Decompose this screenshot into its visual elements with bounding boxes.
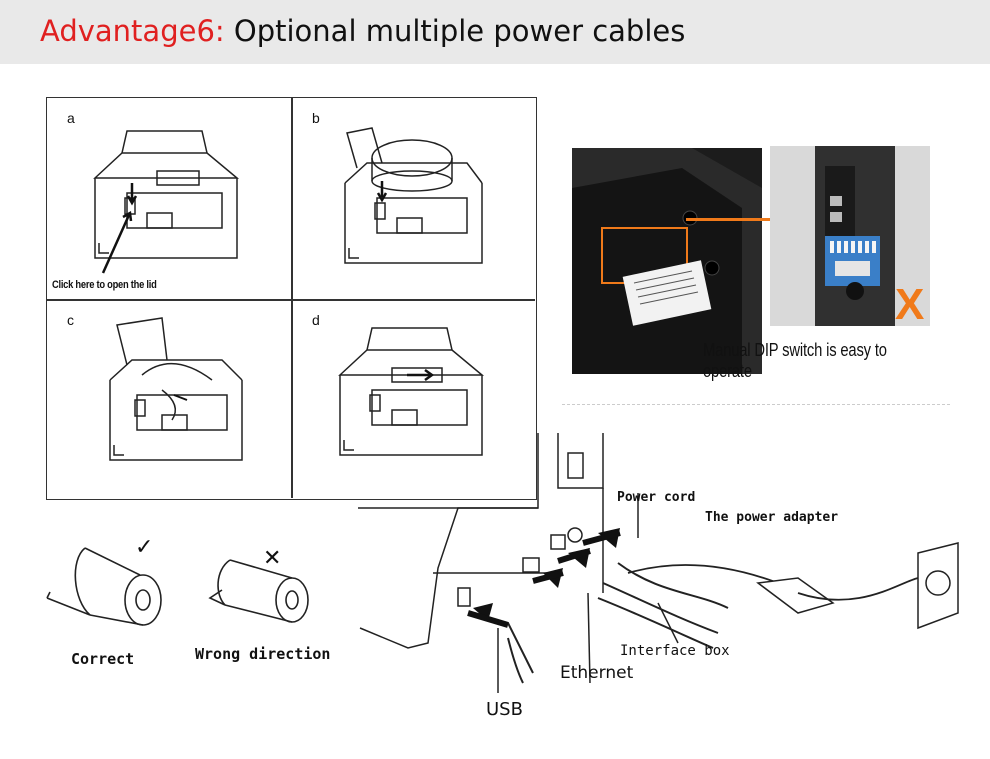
step-b-label: b [312, 110, 320, 126]
wrong-x-icon: ✕ [263, 546, 282, 571]
paper-roll-wrong-icon [208, 559, 309, 623]
dip-switch-closeup [770, 146, 930, 326]
step-d-label: d [312, 312, 320, 328]
step-a-panel: a Click here to open the lid [47, 98, 292, 299]
wrong-direction-label: Wrong direction [195, 645, 331, 663]
paper-roll-correct-icon [46, 547, 162, 626]
step-d-panel: d [292, 300, 537, 501]
advantage-label: Advantage6: [40, 14, 225, 48]
grid-divider-horizontal [47, 299, 535, 301]
step-c-label: c [67, 312, 74, 328]
paper-direction-section: ✓ Correct ✕ Wrong direction [45, 535, 345, 670]
usb-label: USB [486, 699, 523, 720]
dip-x-mark: X [895, 280, 925, 329]
correct-check-icon: ✓ [135, 535, 154, 560]
power-cord-label: Power cord [617, 490, 696, 505]
connections-graphic [358, 433, 959, 693]
power-adapter-label: The power adapter [705, 510, 839, 525]
step-c-panel: c [47, 300, 292, 501]
printer-bottom-graphic [572, 148, 762, 374]
page-title: Advantage6: Optional multiple power cabl… [40, 14, 685, 48]
correct-label: Correct [71, 650, 135, 668]
printer-loading-paper-illustration [109, 317, 243, 461]
dip-highlight-line [686, 218, 836, 221]
header-bar: Advantage6: Optional multiple power cabl… [0, 0, 990, 64]
open-lid-note: Click here to open the lid [52, 279, 157, 291]
printer-closed-feed-illustration [338, 327, 485, 456]
printer-bottom-photo [572, 148, 762, 374]
steps-grid: a Click here to open the lid b [46, 97, 537, 500]
printer-closed-illustration [93, 130, 240, 274]
title-text: Optional multiple power cables [233, 14, 686, 48]
section-separator [562, 404, 950, 406]
grid-divider-vertical [291, 98, 293, 498]
dip-switch-graphic [770, 146, 930, 326]
printer-open-paper-illustration [344, 127, 483, 264]
dip-caption: Manual DIP switch is easy to operate [703, 340, 887, 381]
step-a-label: a [67, 110, 75, 126]
interface-box-label: Interface box [620, 643, 730, 659]
step-b-panel: b [292, 98, 537, 299]
ethernet-label: Ethernet [560, 663, 634, 683]
connections-diagram: Power cord The power adapter Interface b… [358, 433, 978, 729]
